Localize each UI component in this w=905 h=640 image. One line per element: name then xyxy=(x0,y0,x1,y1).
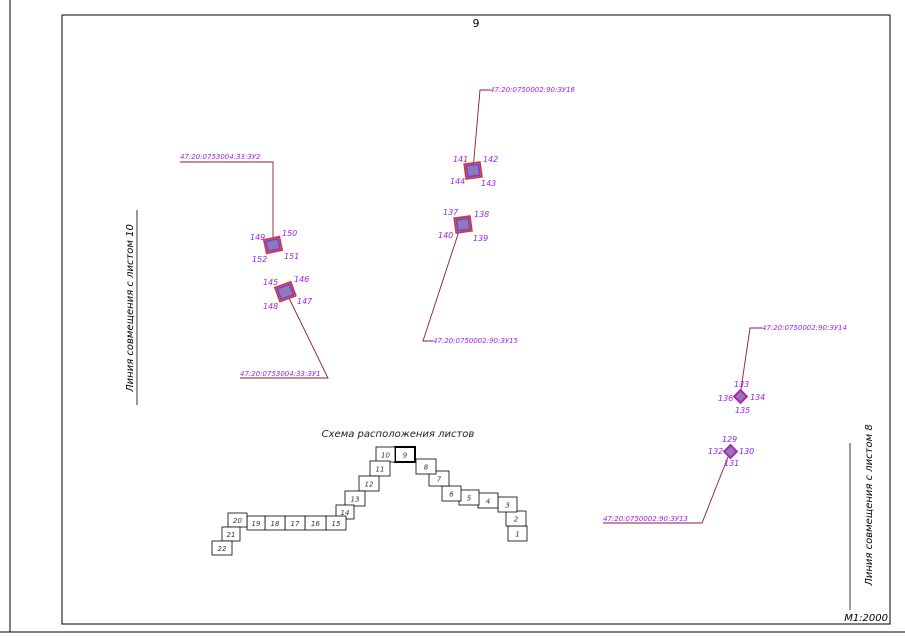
sheet-label-4: 4 xyxy=(486,498,490,506)
point-label-134: 134 xyxy=(750,393,765,402)
drawing-frame xyxy=(61,14,891,625)
sheet-scheme: 1 2 3 4 5 6 7 8 9 10 11 12 13 14 15 16 1 xyxy=(211,446,528,556)
sheet-box-12 xyxy=(358,475,380,492)
parcel-id-zu1: 47:20:0753004:33:ЗУ1 xyxy=(240,370,321,378)
leader-line-zu1 xyxy=(240,291,329,379)
parcel-zu2: 47:20:0753004:33:ЗУ2 149 150 151 152 xyxy=(180,153,299,264)
point-label-146: 146 xyxy=(294,275,309,284)
parcel-zu14: 47:20:0750002:90:ЗУ14 133 134 135 136 xyxy=(718,324,847,415)
sheet-label-3: 3 xyxy=(505,502,509,510)
sheet-box-22 xyxy=(211,540,233,556)
sheet-label-6: 6 xyxy=(449,491,454,499)
sheet-box-7 xyxy=(428,470,450,487)
point-label-132: 132 xyxy=(708,447,723,456)
parcel-zu15: 47:20:0750002:90:ЗУ15 137 138 139 140 xyxy=(422,208,519,345)
point-label-149: 149 xyxy=(250,233,265,242)
parcel-inner-zu15 xyxy=(455,217,471,232)
left-match-label: Линия совмещения с листом 10 xyxy=(125,224,136,393)
point-label-131: 131 xyxy=(724,459,739,468)
point-label-133: 133 xyxy=(734,380,749,389)
sheet-label-13: 13 xyxy=(351,496,360,504)
point-label-150: 150 xyxy=(282,229,297,238)
sheet-label-17: 17 xyxy=(291,520,300,528)
point-label-142: 142 xyxy=(483,155,498,164)
sheet-label-12: 12 xyxy=(365,481,374,489)
point-label-140: 140 xyxy=(438,231,453,240)
parcel-zu13: 47:20:0750002:90:ЗУ13 129 130 131 132 xyxy=(603,435,754,524)
parcel-zu16: 47:20:0750002:90:ЗУ16 141 142 143 144 xyxy=(450,86,576,188)
parcel-shape-zu13 xyxy=(722,443,739,460)
parcel-id-zu15: 47:20:0750002:90:ЗУ15 xyxy=(433,337,519,345)
sheet-box-6 xyxy=(441,485,462,502)
right-match-label: Линия совмещения с листом 8 xyxy=(864,424,875,586)
point-label-138: 138 xyxy=(474,210,489,219)
sheet-label-9: 9 xyxy=(403,452,408,460)
point-label-151: 151 xyxy=(284,252,299,261)
point-label-139: 139 xyxy=(473,234,488,243)
sheet-label-16: 16 xyxy=(311,520,320,528)
leader-line-zu2 xyxy=(180,161,274,244)
parcel-zu1: 47:20:0753004:33:ЗУ1 145 146 147 148 xyxy=(240,275,329,379)
parcel-id-zu16: 47:20:0750002:90:ЗУ16 xyxy=(490,86,576,94)
sheet-label-22: 22 xyxy=(218,545,227,553)
leader-line-zu16 xyxy=(472,89,490,171)
page-number: 9 xyxy=(473,17,480,30)
point-label-141: 141 xyxy=(453,155,468,164)
sheet-box-11 xyxy=(369,460,391,477)
sheet-label-5: 5 xyxy=(467,495,472,503)
point-label-152: 152 xyxy=(252,255,267,264)
sheet-label-11: 11 xyxy=(376,466,385,474)
sheet-label-14: 14 xyxy=(341,509,350,517)
point-label-137: 137 xyxy=(443,208,459,217)
point-label-129: 129 xyxy=(722,435,737,444)
point-label-130: 130 xyxy=(739,447,754,456)
parcel-id-zu13: 47:20:0750002:90:ЗУ13 xyxy=(603,515,688,523)
sheet-box-8 xyxy=(415,458,437,475)
point-label-148: 148 xyxy=(263,302,278,311)
sheet-label-20: 20 xyxy=(233,517,242,525)
scheme-title: Схема расположения листов xyxy=(322,429,475,440)
point-label-136: 136 xyxy=(718,394,733,403)
point-label-135: 135 xyxy=(735,406,750,415)
sheet-label-2: 2 xyxy=(514,516,519,524)
leader-line-zu13 xyxy=(603,451,731,524)
sheet-label-10: 10 xyxy=(381,452,390,460)
parcel-id-zu14: 47:20:0750002:90:ЗУ14 xyxy=(762,324,847,332)
sheet-box-13 xyxy=(344,490,366,507)
sheet-label-21: 21 xyxy=(227,531,236,539)
sheet-label-19: 19 xyxy=(252,520,261,528)
point-label-147: 147 xyxy=(297,297,313,306)
sheet-label-1: 1 xyxy=(515,531,519,539)
scale-label: M1:2000 xyxy=(844,613,888,624)
parcel-id-zu2: 47:20:0753004:33:ЗУ2 xyxy=(180,153,261,161)
sheet-label-15: 15 xyxy=(332,520,341,528)
point-label-144: 144 xyxy=(450,177,465,186)
leader-line-zu14 xyxy=(739,327,762,397)
leader-line-zu15 xyxy=(422,224,462,342)
point-label-143: 143 xyxy=(481,179,496,188)
parcel-inner-zu1 xyxy=(276,283,295,301)
point-label-145: 145 xyxy=(263,278,278,287)
parcel-inner-zu2 xyxy=(265,237,281,253)
parcel-shape-zu14 xyxy=(732,388,749,405)
sheet-label-7: 7 xyxy=(437,476,442,484)
sheet-label-8: 8 xyxy=(424,464,429,472)
sheet-label-18: 18 xyxy=(271,520,280,528)
parcel-inner-zu16 xyxy=(465,163,481,178)
